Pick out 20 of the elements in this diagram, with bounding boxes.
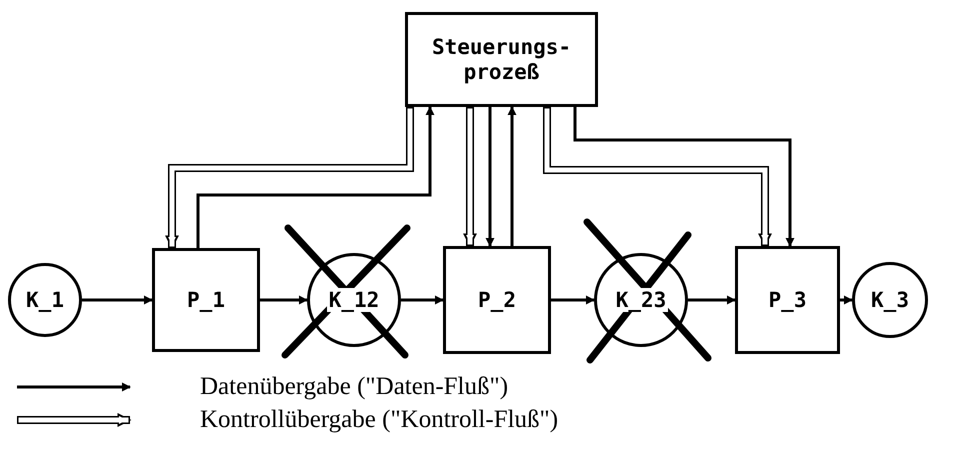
control-flow-arrow [463,107,477,248]
legend-text: Kontrollübergabe ("Kontroll-Fluß") [200,405,558,435]
data-flow-arrow [551,296,595,304]
process-box [443,246,551,354]
process-box [405,12,598,107]
control-flow-arrow [543,107,772,248]
node-label: K_23 [614,288,668,312]
data-flow-arrow [688,296,736,304]
data-flow-arrow [401,296,444,304]
data-flow-arrow [196,106,434,248]
data-flow-arrow [486,107,494,247]
legend-text: Datenübergabe ("Daten-Fluß") [200,372,508,402]
control-flow-arrow [165,107,414,250]
data-flow-arrow [508,106,516,246]
data-flow-arrow [574,107,794,247]
data-flow-arrow [840,296,853,304]
data-flow-arrow [260,296,308,304]
process-box [735,246,840,354]
data-flow-arrow [82,296,153,304]
process-box [152,248,260,352]
